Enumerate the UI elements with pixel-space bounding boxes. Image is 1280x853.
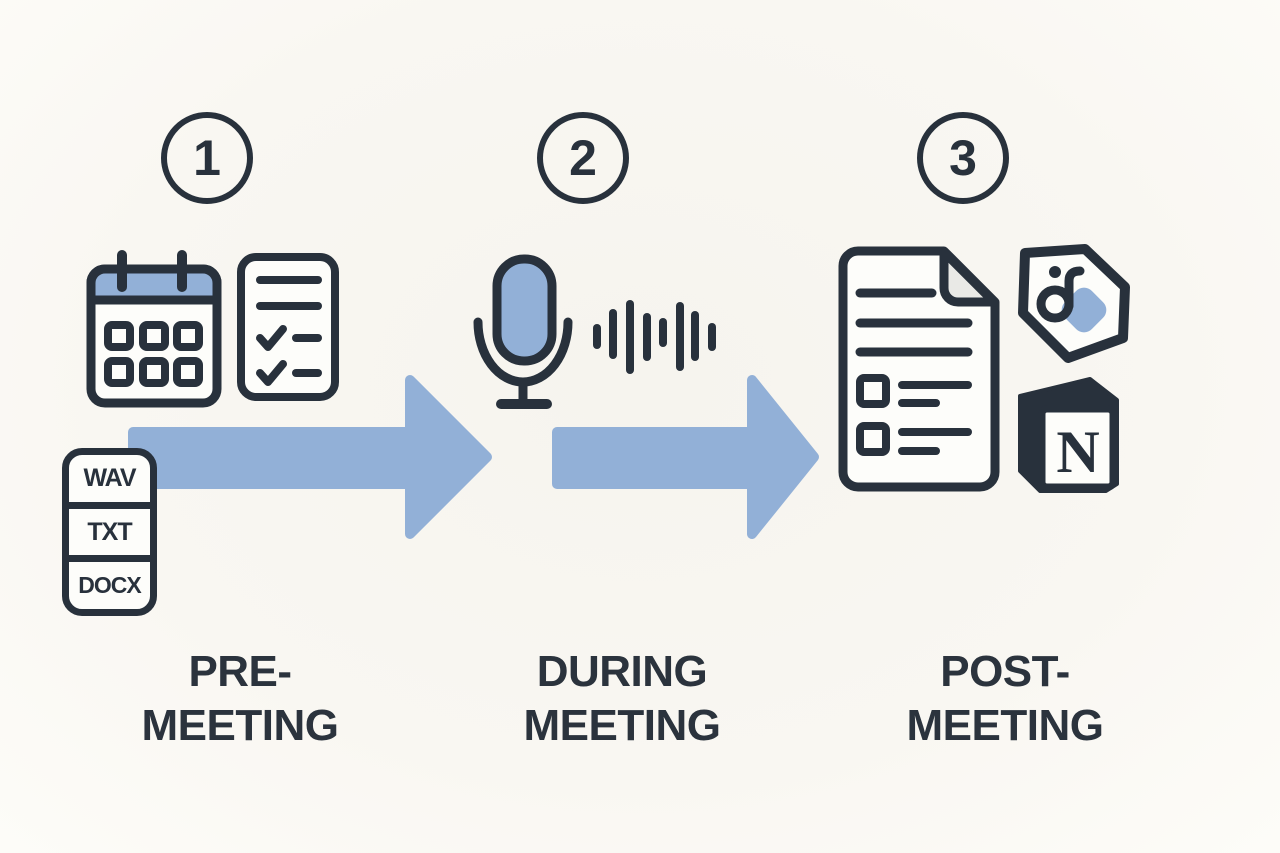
checklist-icon (237, 253, 339, 401)
step-2-label-line2: MEETING (523, 700, 721, 750)
step-3-badge: 3 (917, 112, 1009, 204)
step-3-label-line2: MEETING (906, 700, 1104, 750)
step-1-badge: 1 (161, 112, 253, 204)
arrow-right-icon (128, 375, 492, 539)
notion-letter: N (1056, 419, 1099, 485)
step-1-label-line2: MEETING (141, 700, 339, 750)
step-3-label: POST- MEETING (845, 645, 1165, 752)
step-2-label-line1: DURING (536, 647, 708, 696)
arrow-right-icon (552, 375, 819, 539)
document-icon (838, 246, 1000, 492)
calendar-icon (86, 250, 222, 408)
step-1-label-line1: PRE- (188, 647, 292, 696)
tag-icon (1018, 244, 1130, 363)
file-format-stack: WAV TXT DOCX (62, 448, 157, 616)
microphone-icon (473, 254, 573, 409)
step-2-number: 2 (569, 130, 597, 186)
file-format-txt: TXT (69, 509, 150, 563)
step-1-label: PRE- MEETING (80, 645, 400, 752)
step-1-number: 1 (193, 130, 221, 186)
step-2-badge: 2 (537, 112, 629, 204)
step-2-label: DURING MEETING (462, 645, 782, 752)
file-format-docx: DOCX (78, 572, 141, 599)
step-3-number: 3 (949, 130, 977, 186)
file-format-wav: WAV (69, 455, 150, 509)
waveform-icon (593, 300, 716, 374)
step-3-label-line1: POST- (940, 647, 1070, 696)
notion-cube-icon: N (1018, 377, 1119, 493)
